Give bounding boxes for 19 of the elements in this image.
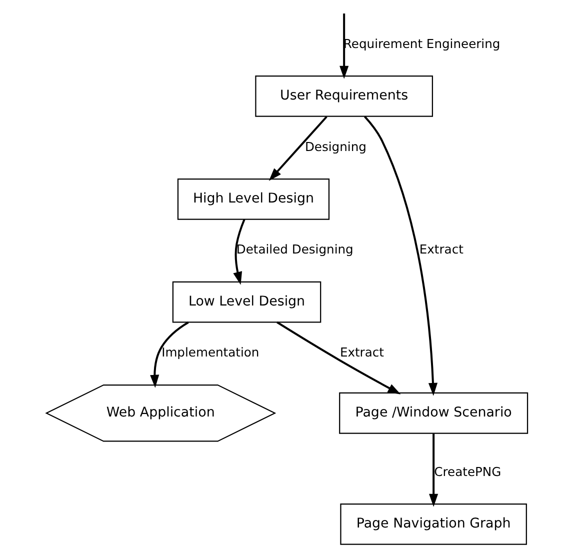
edge-label: CreatePNG <box>434 464 501 479</box>
arrow <box>364 116 438 396</box>
node-box: Page Navigation Graph <box>340 504 526 545</box>
arrow <box>232 218 245 285</box>
node-box: Page /Window Scenario <box>338 392 528 434</box>
node-box: Low Level Design <box>172 281 321 323</box>
edge-label: Extract <box>418 242 463 257</box>
edge-label: Implementation <box>161 346 259 360</box>
edge-label: Requirement Engineering <box>342 36 500 51</box>
arrow <box>428 434 438 507</box>
arrow <box>150 322 188 388</box>
arrow <box>339 14 348 79</box>
arrow <box>276 321 400 394</box>
edge-label: Detailed Designing <box>236 242 353 257</box>
arrow <box>268 116 327 181</box>
node-box: User Requirements <box>254 76 432 117</box>
edge-label: Designing <box>304 140 366 154</box>
node-box: High Level Design <box>176 178 330 220</box>
edge-label: Extract <box>339 346 384 360</box>
